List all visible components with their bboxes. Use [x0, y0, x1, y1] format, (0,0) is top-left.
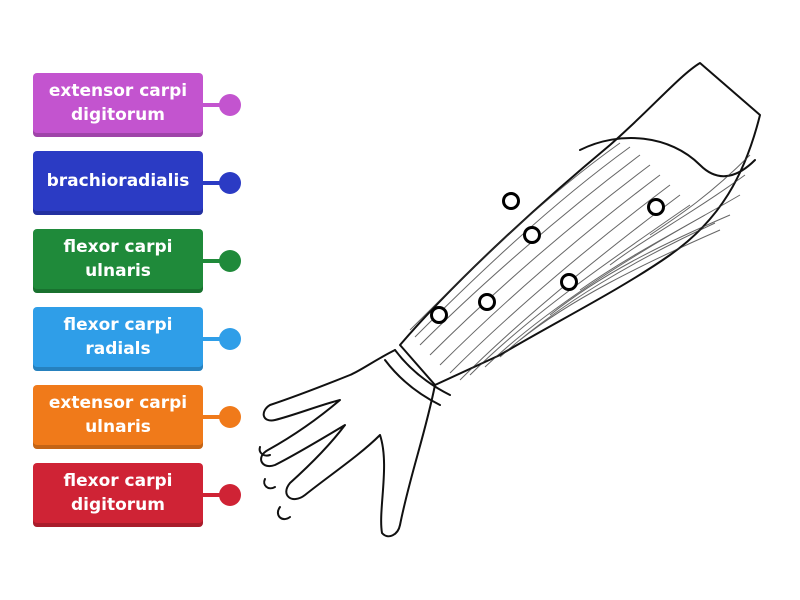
connector-line [203, 493, 223, 497]
label-item[interactable]: flexor carpi ulnaris [33, 229, 243, 293]
label-flexor-carpi-radials[interactable]: flexor carpi radials [33, 307, 203, 371]
label-extensor-carpi-digitorum[interactable]: extensor carpi digitorum [33, 73, 203, 137]
forearm-diagram [250, 55, 770, 545]
connector-dot[interactable] [219, 250, 241, 272]
label-flexor-carpi-digitorum[interactable]: flexor carpi digitorum [33, 463, 203, 527]
label-item[interactable]: flexor carpi digitorum [33, 463, 243, 527]
label-brachioradialis[interactable]: brachioradialis [33, 151, 203, 215]
forearm-illustration [258, 62, 761, 538]
hotspot-4[interactable] [560, 273, 578, 291]
label-item[interactable]: extensor carpi ulnaris [33, 385, 243, 449]
hotspot-2[interactable] [523, 226, 541, 244]
connector-dot[interactable] [219, 406, 241, 428]
connector-dot[interactable] [219, 328, 241, 350]
label-item[interactable]: flexor carpi radials [33, 307, 243, 371]
hotspot-1[interactable] [502, 192, 520, 210]
connector-dot[interactable] [219, 484, 241, 506]
connector-line [203, 337, 223, 341]
connector-line [203, 415, 223, 419]
connector-line [203, 181, 223, 185]
arm-outline [399, 62, 761, 386]
wrist-band [394, 349, 451, 396]
connector-line [203, 103, 223, 107]
label-flexor-carpi-ulnaris[interactable]: flexor carpi ulnaris [33, 229, 203, 293]
connector-dot[interactable] [219, 94, 241, 116]
label-item[interactable]: extensor carpi digitorum [33, 73, 243, 137]
connector-line [203, 259, 223, 263]
hotspot-3[interactable] [647, 198, 665, 216]
label-extensor-carpi-ulnaris[interactable]: extensor carpi ulnaris [33, 385, 203, 449]
hotspot-6[interactable] [430, 306, 448, 324]
connector-dot[interactable] [219, 172, 241, 194]
hotspot-5[interactable] [478, 293, 496, 311]
hand-outline [260, 349, 436, 538]
label-item[interactable]: brachioradialis [33, 151, 243, 215]
elbow-outline [579, 137, 756, 178]
